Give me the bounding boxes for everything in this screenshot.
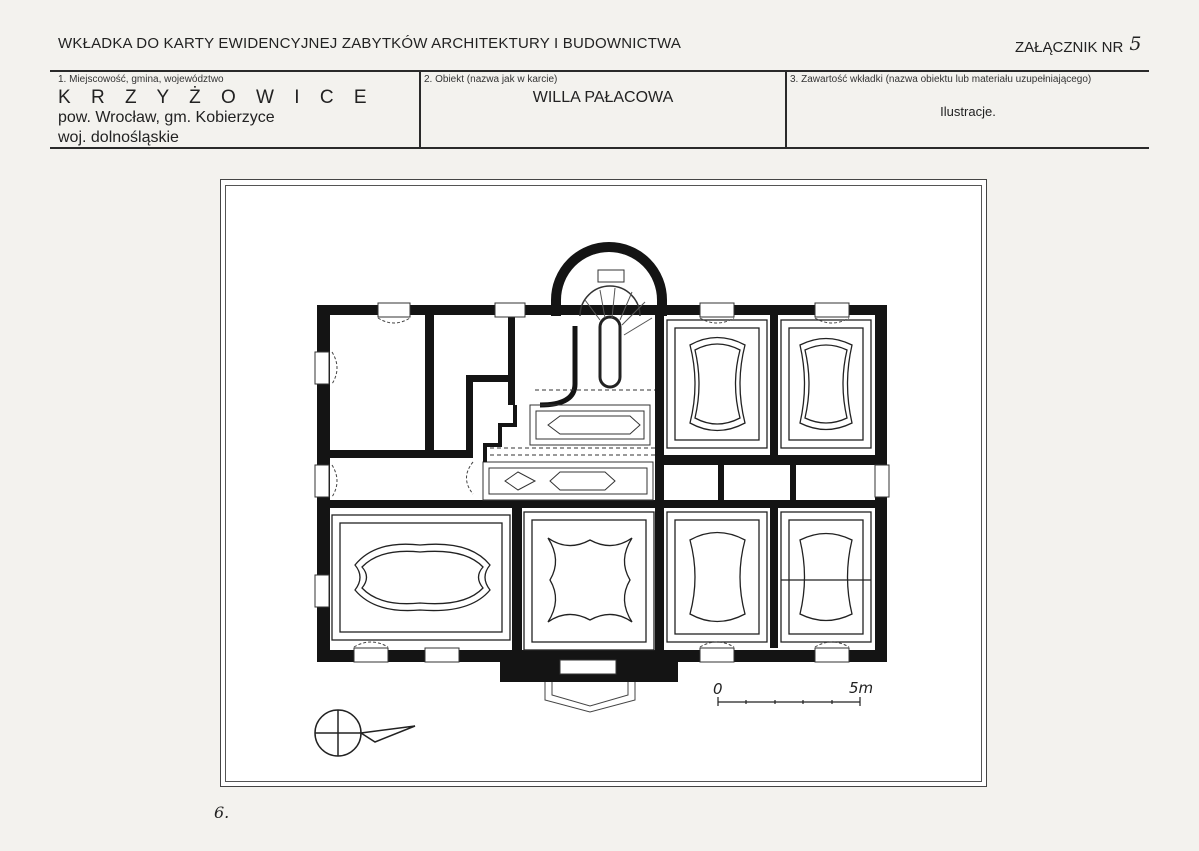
- cell-divider-1: [419, 71, 421, 147]
- header-rule-top: [50, 70, 1149, 72]
- object-name: WILLA PAŁACOWA: [532, 89, 674, 106]
- contents-label: 3. Zawartość wkładki (nazwa obiektu lub …: [790, 74, 1092, 85]
- annex-number: 5: [1129, 33, 1142, 55]
- location-label: 1. Miejscowość, gmina, województwo: [58, 74, 224, 85]
- north-arrow-icon: [314, 709, 416, 757]
- location-place: K R Z Y Ż O W I C E: [58, 87, 374, 108]
- page-number: 6.: [214, 803, 230, 822]
- location-voivodeship: woj. dolnośląskie: [58, 129, 179, 146]
- scale-end-label: 5m: [849, 679, 873, 697]
- annex-label: ZAŁĄCZNIK NR 5: [1015, 33, 1142, 57]
- corridor: [482, 389, 655, 501]
- cell-divider-2: [785, 71, 787, 147]
- location-district: pow. Wrocław, gm. Kobierzyce: [58, 109, 275, 126]
- object-label: 2. Obiekt (nazwa jak w karcie): [424, 74, 558, 85]
- figure-frame-inner: [225, 185, 982, 782]
- header-rule-bottom: [50, 147, 1149, 149]
- interior-walls: [330, 315, 875, 660]
- scale-bar: [717, 697, 861, 706]
- annex-label-text: ZAŁĄCZNIK NR: [1015, 39, 1124, 56]
- contents-value: Ilustracje.: [940, 104, 996, 119]
- door-swings: [331, 317, 850, 648]
- floor-plan: 0 5m: [314, 242, 890, 757]
- decorated-rooms: [331, 319, 872, 651]
- entrance-steps: [544, 682, 636, 713]
- windows: [314, 269, 890, 675]
- stepped-wall: [483, 405, 517, 462]
- scale-start-label: 0: [713, 680, 723, 698]
- header-title: WKŁADKA DO KARTY EWIDENCYJNEJ ZABYTKÓW A…: [58, 35, 682, 52]
